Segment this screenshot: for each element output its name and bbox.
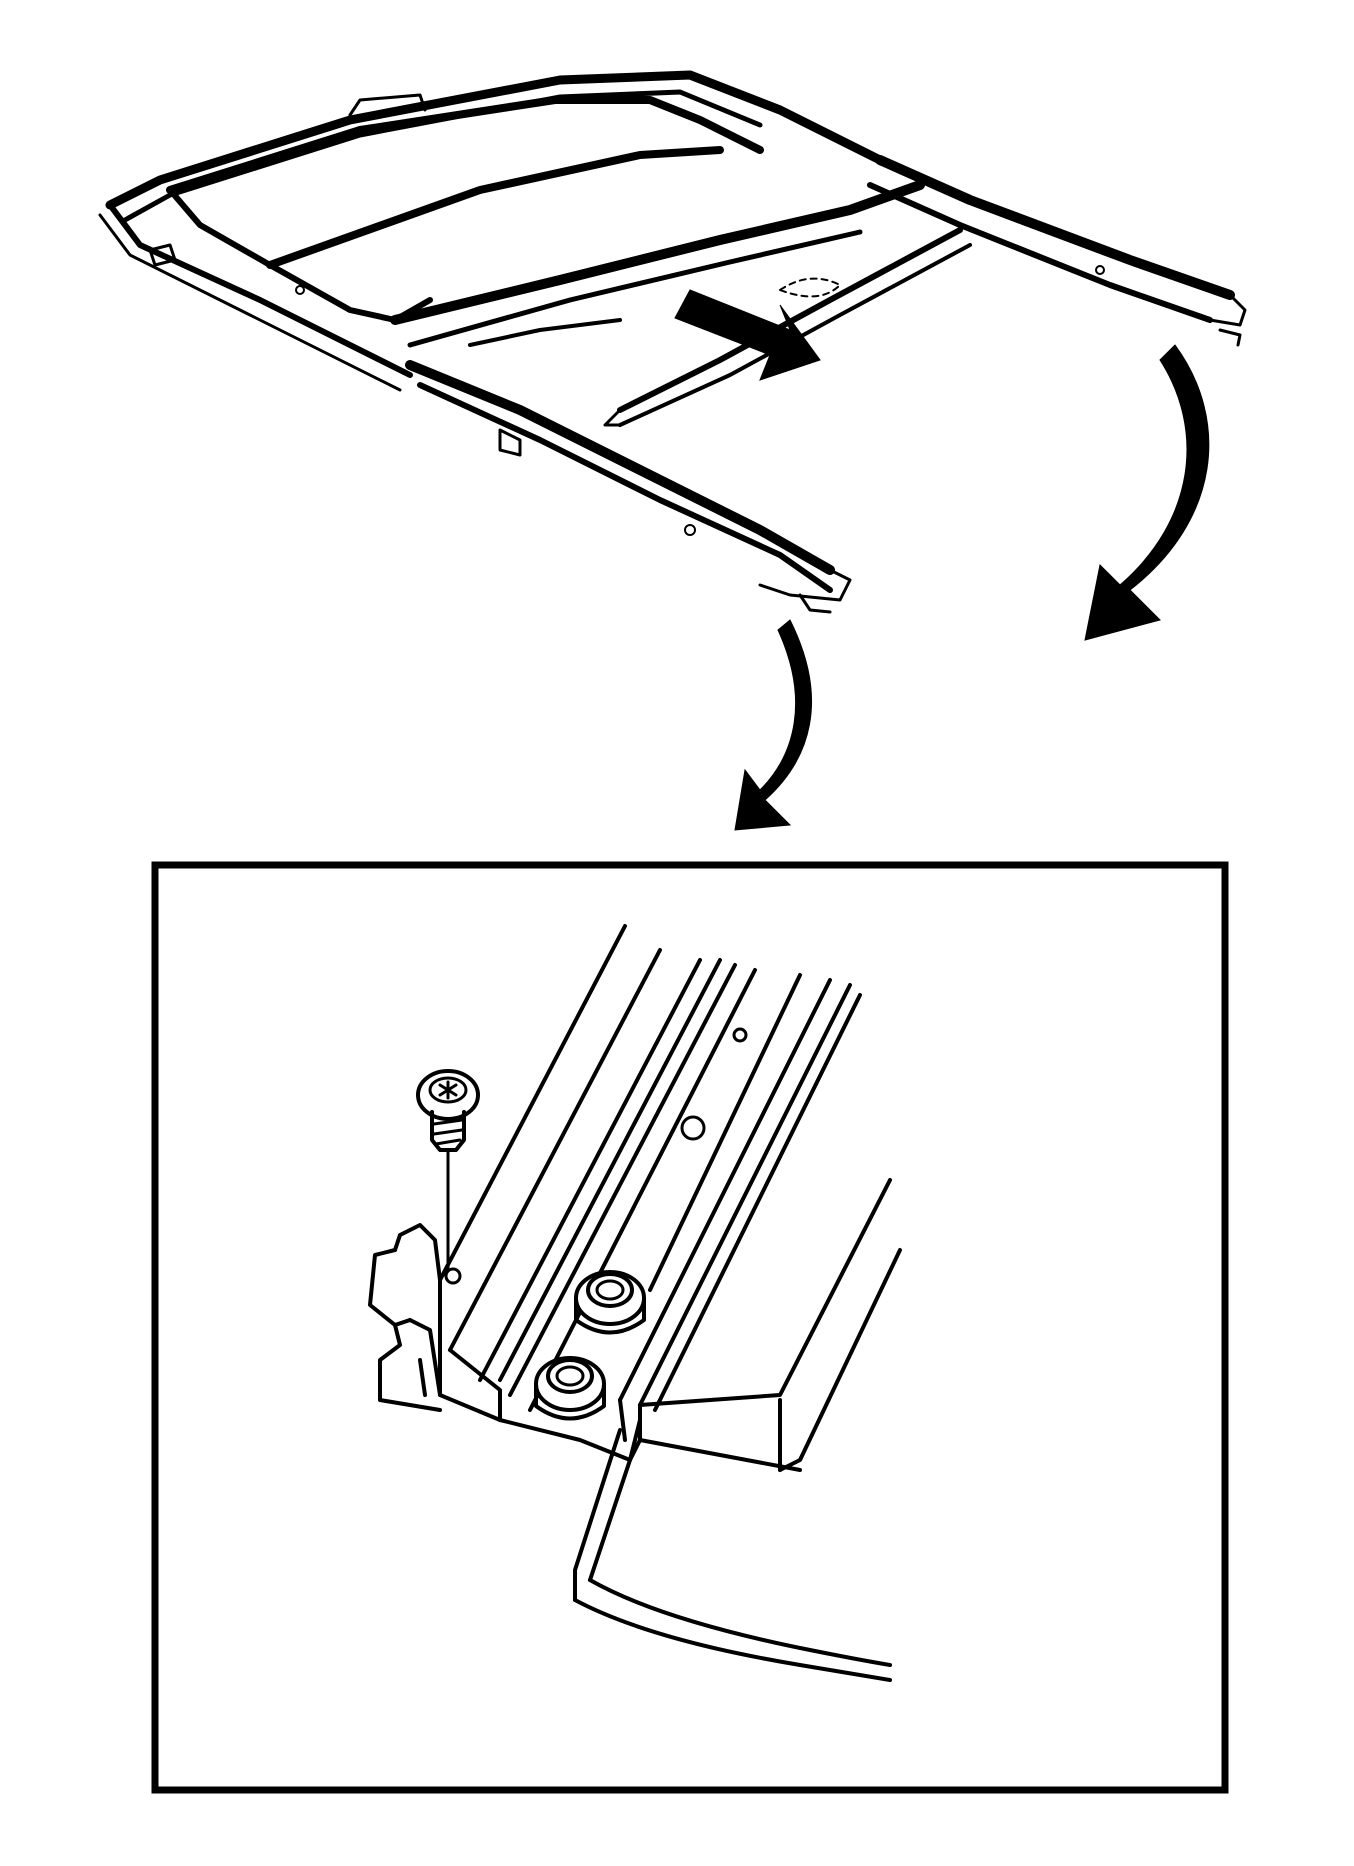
threaded-insert (534, 1356, 606, 1421)
detail-callout-arrow-left (734, 619, 812, 831)
torx-screw-icon (416, 1069, 480, 1167)
detail-frame (151, 861, 1229, 1794)
threaded-insert (574, 1270, 646, 1335)
detail-callout-arrow (1084, 344, 1210, 641)
sunroof-module-frame (98, 70, 1247, 614)
rail-detail (368, 924, 902, 1682)
direction-arrow (674, 289, 821, 381)
